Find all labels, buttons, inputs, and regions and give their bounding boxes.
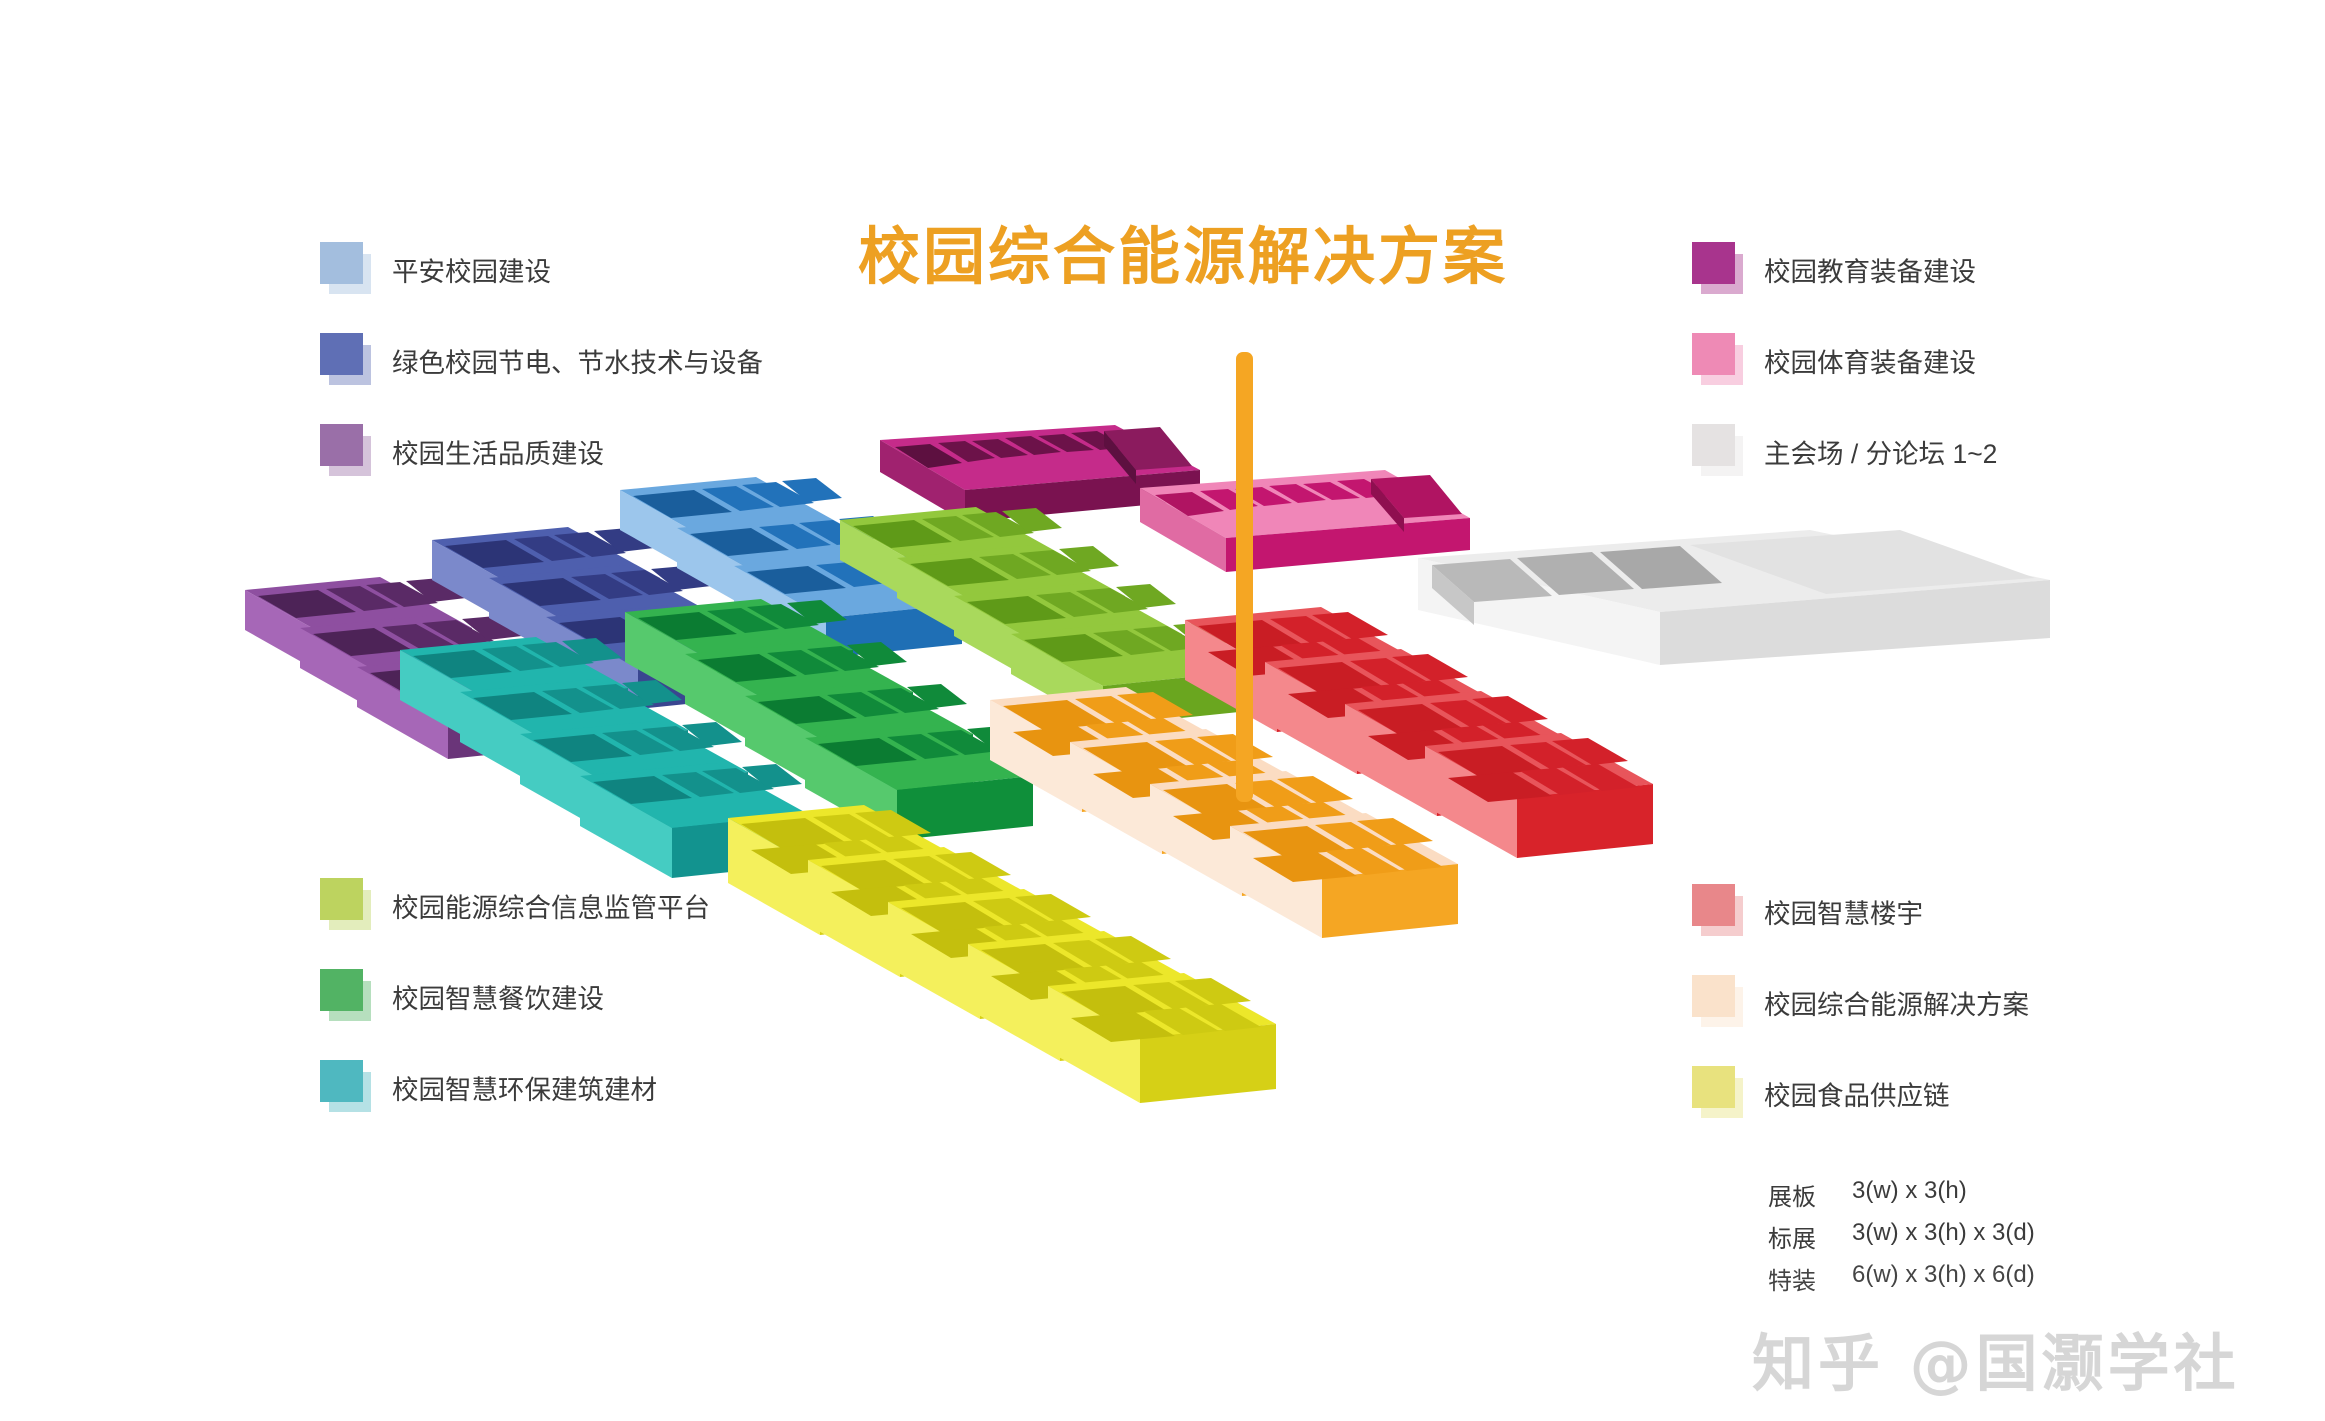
legend-label: 平安校园建设 — [392, 257, 551, 287]
legend-swatch-color — [320, 1060, 363, 1102]
booth-row-green — [625, 599, 1033, 840]
legend-label: 校园综合能源解决方案 — [1764, 990, 2029, 1020]
legend-swatch — [320, 333, 374, 387]
spec-key: 标展 — [1768, 1226, 1816, 1253]
legend-swatch — [320, 1060, 374, 1114]
legend-label: 校园智慧环保建筑建材 — [392, 1075, 657, 1105]
spec-key: 特装 — [1768, 1268, 1816, 1295]
spec-value: 3(w) x 3(h) x 3(d) — [1852, 1219, 2035, 1246]
legend-swatch-color — [320, 242, 363, 284]
legend-swatch-color — [320, 969, 363, 1011]
legend-label: 校园智慧餐饮建设 — [392, 984, 604, 1014]
booth-row-teal — [400, 637, 808, 878]
booth-row-cream — [990, 687, 1458, 938]
legend-swatch — [1692, 975, 1746, 1029]
legend-swatch — [1692, 1066, 1746, 1120]
legend-swatch — [320, 424, 374, 478]
orange-pole-marker — [1236, 352, 1253, 802]
legend-label: 校园智慧楼宇 — [1764, 899, 1923, 929]
booth-magenta-strip — [880, 425, 1200, 522]
legend-swatch — [320, 242, 374, 296]
booth-grey-hall — [1418, 530, 2050, 665]
legend-swatch-color — [1692, 884, 1735, 926]
watermark: 知乎 @国灏学社 — [1752, 1327, 2240, 1400]
booth-pink-strip — [1140, 470, 1470, 572]
legend-label: 绿色校园节电、节水技术与设备 — [392, 348, 763, 378]
legend-swatch-color — [1692, 333, 1735, 375]
spec-key: 展板 — [1768, 1184, 1816, 1211]
legend-swatch-color — [1692, 424, 1735, 466]
legend-swatch — [1692, 242, 1746, 296]
booth-row-red — [1185, 607, 1653, 858]
legend-swatch — [1692, 424, 1746, 478]
page-title: 校园综合能源解决方案 — [858, 224, 1509, 292]
legend-label: 校园生活品质建设 — [392, 439, 604, 469]
legend-label: 校园食品供应链 — [1764, 1081, 1950, 1111]
legend-label: 主会场 / 分论坛 1~2 — [1764, 439, 1998, 469]
legend-swatch-color — [1692, 975, 1735, 1017]
legend-swatch — [320, 878, 374, 932]
legend-label: 校园体育装备建设 — [1764, 348, 1976, 378]
legend-swatch-color — [320, 878, 363, 920]
legend-label: 校园教育装备建设 — [1764, 257, 1976, 287]
legend-label: 校园能源综合信息监管平台 — [392, 893, 710, 923]
legend-swatch-color — [320, 424, 363, 466]
legend-swatch-color — [320, 333, 363, 375]
booth-row-yellow — [728, 805, 1276, 1103]
legend-swatch — [320, 969, 374, 1023]
legend-swatch-color — [1692, 242, 1735, 284]
legend-swatch — [1692, 884, 1746, 938]
spec-value: 6(w) x 3(h) x 6(d) — [1852, 1261, 2035, 1288]
legend-swatch — [1692, 333, 1746, 387]
spec-value: 3(w) x 3(h) — [1852, 1177, 1967, 1204]
legend-swatch-color — [1692, 1066, 1735, 1108]
